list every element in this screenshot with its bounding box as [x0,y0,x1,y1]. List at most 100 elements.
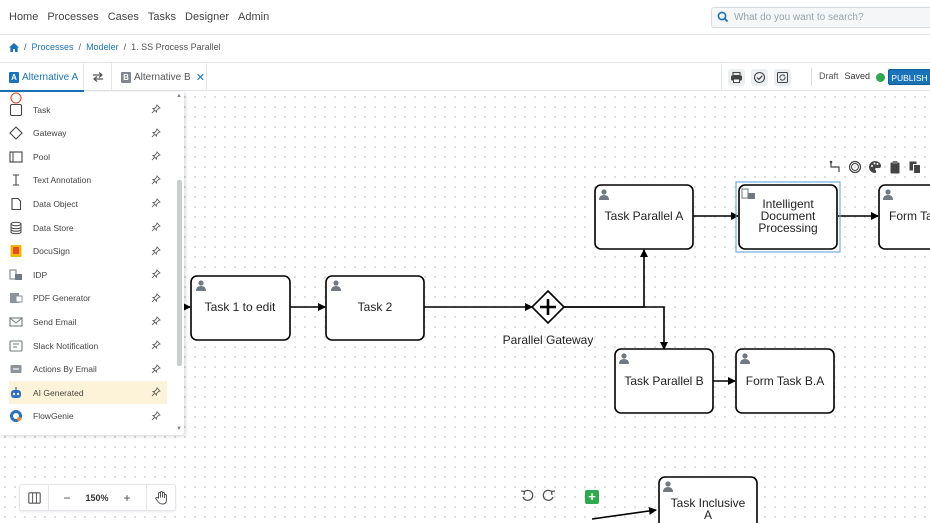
zoom-in-button[interactable]: + [123,490,131,505]
palette-item-idp[interactable]: IDP [9,263,167,286]
nav-admin[interactable]: Admin [238,11,270,23]
nav-cases[interactable]: Cases [107,11,139,23]
task-inclusive-a[interactable]: Task Inclusive A [658,476,758,523]
palette-item-label: PDF Generator [33,293,91,304]
pin-icon[interactable] [151,104,161,114]
task-1-to-edit[interactable]: Task 1 to edit [190,275,291,341]
palette-item-data-store[interactable]: Data Store [9,216,167,239]
palette-item-label: Data Store [33,222,74,233]
gateway-icon [9,126,23,140]
swap-alternatives-button[interactable] [84,63,112,91]
palette-item-flowgenie[interactable]: FlowGenie [9,405,167,428]
hand-icon [154,490,167,505]
nav-designer[interactable]: Designer [185,11,230,23]
start-event-icon [9,92,23,105]
pin-icon[interactable] [151,245,161,256]
pin-icon[interactable] [151,363,161,374]
pin-icon[interactable] [151,316,161,326]
pin-icon[interactable] [151,151,161,161]
breadcrumb-processes[interactable]: Processes [31,42,74,52]
search-input[interactable]: What do you want to search? [711,7,930,28]
toolbar-divider [811,68,812,86]
connector-icon[interactable] [828,160,842,174]
nav-tasks[interactable]: Tasks [147,11,177,23]
pin-icon[interactable] [151,198,161,208]
palette-scroll-up-icon[interactable]: ▲ [176,93,182,99]
idp-label-line-1: Intelligent [762,197,814,211]
element-context-tools [828,160,922,174]
palette-item-text-annotation[interactable]: Text Annotation [9,169,167,192]
palette-item-label: DocuSign [33,246,70,257]
palette-scroll-down-icon[interactable]: ▼ [176,426,182,432]
pin-icon[interactable] [151,269,161,279]
pin-icon[interactable] [151,127,161,138]
ai-generated-icon [9,386,23,400]
redo-icon[interactable] [542,488,556,502]
task-2[interactable]: Task 2 [325,275,425,341]
boundary-event-icon[interactable] [848,160,862,174]
tab-alternative-b-label: Alternative B [134,71,191,83]
undo-icon[interactable] [520,488,534,502]
task-parallel-b-label: Task Parallel B [624,374,703,388]
parallel-gateway[interactable]: Parallel Gateway [503,289,594,347]
breadcrumb-separator: / [123,42,127,52]
close-alternative-b-icon[interactable]: ✕ [195,71,205,84]
breadcrumb-modeler[interactable]: Modeler [86,42,119,52]
clipboard-icon[interactable] [888,160,902,174]
zoom-out-button[interactable]: − [63,490,71,505]
main-menu: Home Processes Cases Tasks Designer Admi… [9,11,269,23]
palette-item-gateway[interactable]: Gateway [9,122,167,145]
palette-item-docusign[interactable]: DocuSign [9,240,167,263]
slack-icon [9,339,23,353]
palette-scrollbar[interactable] [177,180,182,366]
palette-item-send-email[interactable]: Send Email [9,310,167,333]
tab-alternative-b[interactable]: B Alternative B ✕ [112,63,207,91]
pin-icon[interactable] [151,410,161,421]
text-annotation-icon [9,173,23,187]
intelligent-document-processing-task[interactable]: Intelligent Document Processing [735,181,841,253]
palette-item-task[interactable]: Task [9,98,167,121]
alternatives-tabbar: A Alternative A B Alternative B ✕ [0,62,930,92]
copy-icon[interactable] [908,160,922,174]
pin-icon[interactable] [151,222,161,232]
pin-icon[interactable] [151,174,161,185]
pin-icon[interactable] [151,292,161,303]
form-task-a[interactable]: Form Ta [878,184,930,250]
saved-check-icon [876,72,886,82]
send-email-icon [9,315,23,329]
palette-item-label: Gateway [33,128,67,139]
palette-item-slack-notification[interactable]: Slack Notification [9,334,167,357]
task-parallel-a[interactable]: Task Parallel A [594,184,694,250]
idp-label-line-2: Document [761,209,816,223]
pan-hand-button[interactable] [147,485,175,510]
publish-button[interactable]: PUBLISH [888,69,930,85]
palette-item-label: FlowGenie [33,411,74,422]
palette-item-label: Text Annotation [33,175,92,186]
palette-item-pool[interactable]: Pool [9,145,167,168]
add-element-button[interactable]: + [585,490,599,504]
toggle-panel-button[interactable] [20,485,48,510]
palette-item-actions-by-email[interactable]: Actions By Email [9,358,167,381]
nav-processes[interactable]: Processes [47,11,99,23]
palette-item-ai-generated[interactable]: AI Generated [9,381,167,405]
tab-alternative-a[interactable]: A Alternative A [0,63,84,92]
breadcrumb-current: 1. SS Process Parallel [131,42,221,52]
palette-color-icon[interactable] [868,160,882,174]
palette-item-pdf-generator[interactable]: PDF Generator [9,287,167,310]
task-1-label: Task 1 to edit [205,300,276,314]
sync-button[interactable] [774,69,791,86]
validate-button[interactable] [751,69,768,86]
draft-label: Draft [819,71,839,81]
form-task-b-a[interactable]: Form Task B.A [735,348,835,414]
nav-home[interactable]: Home [9,11,39,23]
palette-item-data-object[interactable]: Data Object [9,192,167,215]
panel-icon [27,491,41,504]
print-button[interactable] [728,69,745,86]
validate-icon [753,71,766,84]
task-parallel-b[interactable]: Task Parallel B [614,348,714,414]
home-icon[interactable] [9,42,19,52]
pin-icon[interactable] [151,387,161,397]
pin-icon[interactable] [151,340,161,350]
palette-item-label: Slack Notification [33,340,99,351]
